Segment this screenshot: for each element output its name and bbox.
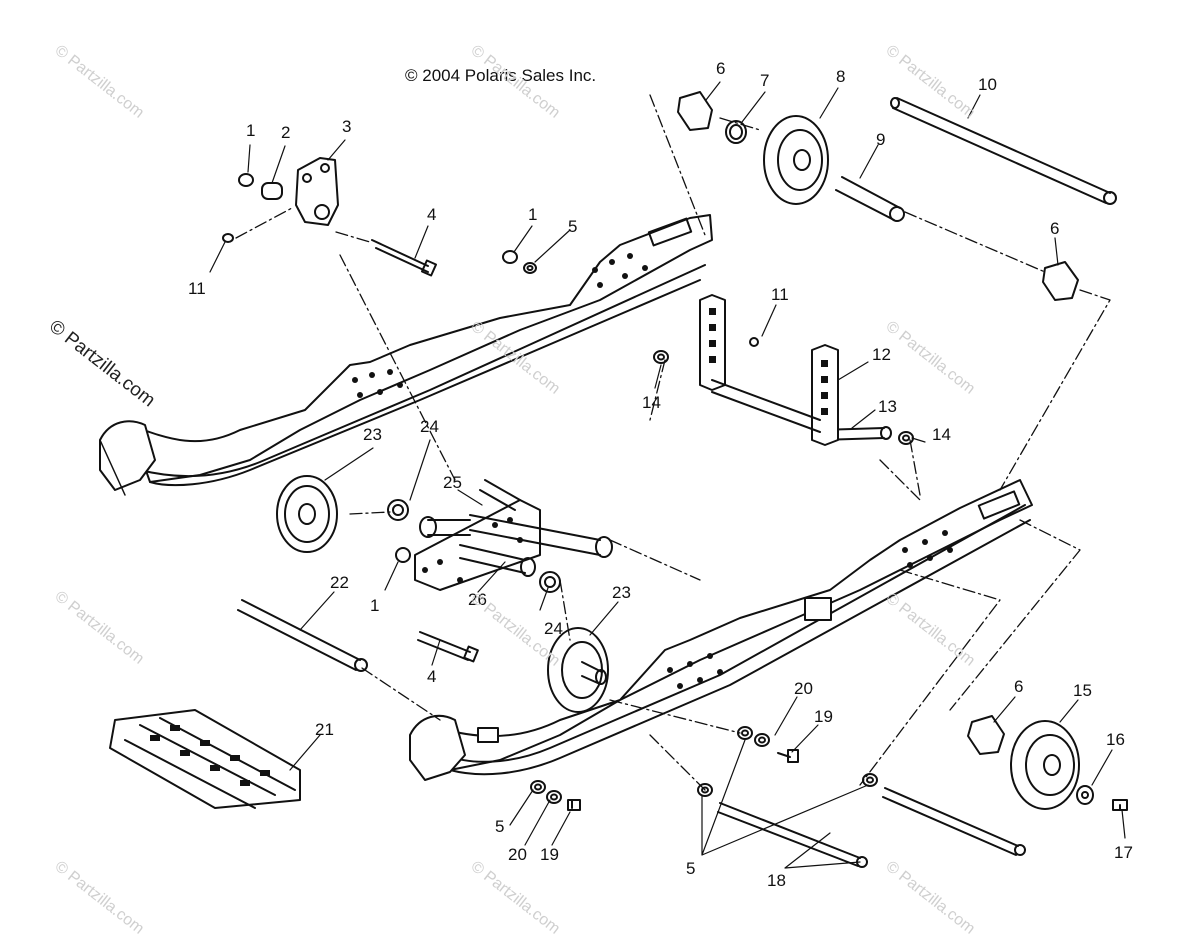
callout-label: 18 [767, 871, 786, 890]
idler-wheels [276, 115, 1080, 810]
callout-label: 7 [760, 71, 769, 90]
callout-label: 24 [544, 619, 563, 638]
axle-caps [677, 91, 1079, 755]
callout-label: 4 [427, 667, 436, 686]
callout-label: 20 [508, 845, 527, 864]
callout-label: 15 [1073, 681, 1092, 700]
callout-label: 11 [188, 279, 206, 298]
callout-label: 1 [528, 205, 537, 224]
callout-label: 1 [246, 121, 255, 140]
slide-insert [109, 709, 301, 809]
callout-label: 14 [932, 425, 951, 444]
callout-label: 5 [686, 859, 695, 878]
callout-label: 25 [443, 473, 462, 492]
bolts [371, 239, 1128, 811]
callout-label: 26 [468, 590, 487, 609]
callout-label: 1 [370, 596, 379, 615]
callout-label: 14 [642, 393, 661, 412]
pivot-arm [295, 157, 339, 226]
small-hardware [222, 120, 1094, 805]
center-pivot [414, 479, 613, 591]
cross-brace [699, 294, 839, 446]
callout-label: 8 [836, 67, 845, 86]
callout-label: 5 [495, 817, 504, 836]
callout-label: 6 [1014, 677, 1023, 696]
callout-label: 2 [281, 123, 290, 142]
callout-label: 24 [420, 417, 439, 436]
callout-leaders [209, 81, 1126, 869]
callout-label: 3 [342, 117, 351, 136]
callout-label: 19 [540, 845, 559, 864]
callout-label: 13 [878, 397, 897, 416]
callout-label: 6 [1050, 219, 1059, 238]
callout-labels: 1 2 3 4 11 1 5 6 7 8 9 10 6 11 12 13 14 … [188, 59, 1133, 890]
callout-label: 4 [427, 205, 436, 224]
callout-label: 22 [330, 573, 349, 592]
callout-label: 12 [872, 345, 891, 364]
assembly-leader-lines [235, 94, 1111, 791]
callout-label: 17 [1114, 843, 1133, 862]
copyright-notice: © 2004 Polaris Sales Inc. [405, 66, 597, 85]
callout-label: 20 [794, 679, 813, 698]
callout-label: 21 [315, 720, 334, 739]
callout-label: 16 [1106, 730, 1125, 749]
callout-label: 5 [568, 217, 577, 236]
callout-label: 9 [876, 130, 885, 149]
callout-label: 23 [612, 583, 631, 602]
callout-label: 6 [716, 59, 725, 78]
shafts [237, 97, 1117, 868]
callout-label: 11 [771, 285, 789, 304]
callout-label: 19 [814, 707, 833, 726]
left-rail-assembly [99, 214, 713, 496]
callout-label: 23 [363, 425, 382, 444]
right-rail-assembly [409, 479, 1033, 781]
callout-label: 10 [978, 75, 997, 94]
